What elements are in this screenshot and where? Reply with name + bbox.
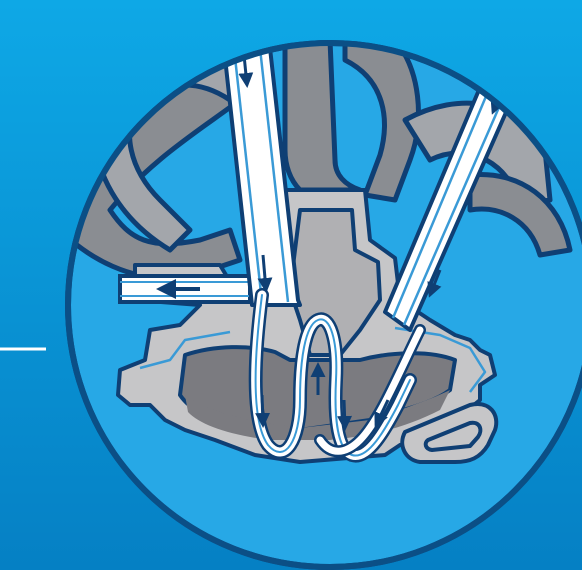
arrow-down-left-loop <box>262 395 263 425</box>
arrow-down-center-right <box>344 400 345 428</box>
